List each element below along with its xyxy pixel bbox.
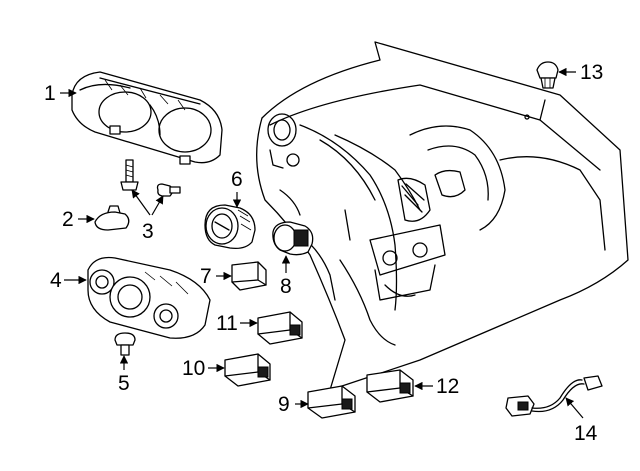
- push-start-button: [272, 221, 314, 256]
- switch-9: [307, 385, 356, 419]
- bolt: [114, 332, 136, 356]
- switch-10: [224, 353, 271, 387]
- switch-11: [257, 311, 303, 345]
- screw-long: [120, 159, 139, 191]
- instrument-cluster: [71, 71, 223, 165]
- climate-control-panel: [87, 256, 211, 339]
- callout-6: 6: [231, 168, 243, 191]
- callout-9: 9: [278, 393, 290, 416]
- headlamp-switch: [204, 204, 256, 250]
- switch-12: [366, 369, 414, 403]
- leader-lines: [60, 67, 584, 419]
- callout-10: 10: [182, 357, 205, 380]
- callout-12: 12: [436, 375, 459, 398]
- retaining-clip: [94, 205, 130, 231]
- dashboard-illustration: [256, 41, 629, 391]
- callout-5: 5: [118, 372, 130, 395]
- small-switch: [231, 261, 267, 291]
- callout-11: 11: [216, 312, 238, 335]
- push-clip: [536, 61, 559, 89]
- callout-8: 8: [280, 275, 292, 298]
- wire-harness: [505, 375, 603, 417]
- callout-14: 14: [574, 422, 598, 445]
- callout-7: 7: [200, 265, 212, 288]
- callout-2: 2: [62, 208, 74, 231]
- screw-short: [156, 183, 181, 197]
- callout-13: 13: [580, 61, 603, 84]
- callout-1: 1: [44, 82, 56, 105]
- callout-3: 3: [142, 220, 154, 243]
- callout-4: 4: [50, 269, 62, 292]
